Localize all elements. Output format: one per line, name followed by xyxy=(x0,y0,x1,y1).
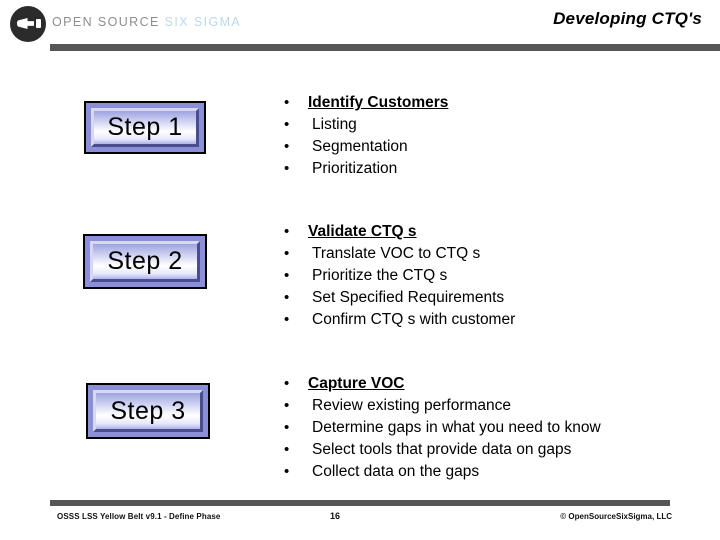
bullet-label: Review existing performance xyxy=(312,397,512,414)
step-box-1-label: Step 1 xyxy=(107,113,183,141)
bullet-label: Identify Customers xyxy=(308,94,449,111)
step-box-2[interactable]: Step 2 xyxy=(83,234,207,289)
bullet-label: Select tools that provide data on gaps xyxy=(312,441,572,458)
list-item: • Collect data on the gaps xyxy=(278,463,601,485)
page-title: Developing CTQ's xyxy=(553,9,702,28)
step-box-3-inner: Step 3 xyxy=(93,390,203,432)
list-item: • Select tools that provide data on gaps xyxy=(278,441,601,463)
bullet-icon: • xyxy=(284,463,290,480)
list-item: • Identify Customers xyxy=(278,94,448,116)
bullet-label: Validate CTQ s xyxy=(308,223,417,240)
bullet-label: Prioritize the CTQ s xyxy=(312,267,448,284)
bullet-icon: • xyxy=(284,441,290,458)
bullet-icon: • xyxy=(284,116,290,133)
bullet-label: Collect data on the gaps xyxy=(312,463,480,480)
list-item: • Set Specified Requirements xyxy=(278,289,515,311)
step-box-1[interactable]: Step 1 xyxy=(84,101,206,154)
bullet-label: Listing xyxy=(312,116,357,133)
bullet-label: Determine gaps in what you need to know xyxy=(312,419,601,436)
brand-accent-text: SIX SIGMA xyxy=(164,15,242,29)
list-item: • Prioritization xyxy=(278,160,448,182)
bullet-icon: • xyxy=(284,397,290,414)
bullet-icon: • xyxy=(284,419,290,436)
bullet-list-step-3: • Capture VOC • Review existing performa… xyxy=(278,375,601,485)
bullet-icon: • xyxy=(284,267,290,284)
bullet-label: Segmentation xyxy=(312,138,408,155)
step-box-2-inner: Step 2 xyxy=(90,241,200,282)
logo-dot-icon xyxy=(36,19,41,28)
list-item: • Confirm CTQ s with customer xyxy=(278,311,515,333)
bullet-icon: • xyxy=(284,94,290,111)
bullet-icon: • xyxy=(284,138,290,155)
bullet-label: Translate VOC to CTQ s xyxy=(312,245,481,262)
list-item: • Prioritize the CTQ s xyxy=(278,267,515,289)
step-box-2-label: Step 2 xyxy=(107,247,183,275)
bullet-label: Prioritization xyxy=(312,160,398,177)
step-box-3[interactable]: Step 3 xyxy=(86,383,210,439)
bullet-icon: • xyxy=(284,289,290,306)
list-item: • Listing xyxy=(278,116,448,138)
open-source-six-sigma-logo-icon xyxy=(10,6,46,42)
list-item: • Review existing performance xyxy=(278,397,601,419)
bullet-icon: • xyxy=(284,223,290,240)
footer-course-label: OSSS LSS Yellow Belt v9.1 - Define Phase xyxy=(57,512,221,521)
step-box-1-inner: Step 1 xyxy=(91,108,199,147)
footer-copyright: © OpenSourceSixSigma, LLC xyxy=(560,512,672,521)
bullet-icon: • xyxy=(284,245,290,262)
logo-glyph-icon xyxy=(17,18,34,29)
bullet-icon: • xyxy=(284,375,290,392)
footer-divider xyxy=(50,500,670,506)
header-divider xyxy=(50,44,720,51)
page-number: 16 xyxy=(330,511,341,521)
bullet-label: Set Specified Requirements xyxy=(312,289,505,306)
list-item: • Capture VOC xyxy=(278,375,601,397)
bullet-icon: • xyxy=(284,311,290,328)
bullet-label: Capture VOC xyxy=(308,375,405,392)
step-box-3-label: Step 3 xyxy=(110,396,186,425)
brand-wordmark: OPEN SOURCE SIX SIGMA xyxy=(52,15,241,29)
list-item: • Translate VOC to CTQ s xyxy=(278,245,515,267)
list-item: • Validate CTQ s xyxy=(278,223,515,245)
list-item: • Determine gaps in what you need to kno… xyxy=(278,419,601,441)
bullet-list-step-2: • Validate CTQ s • Translate VOC to CTQ … xyxy=(278,223,515,333)
list-item: • Segmentation xyxy=(278,138,448,160)
bullet-list-step-1: • Identify Customers • Listing • Segment… xyxy=(278,94,448,182)
bullet-label: Confirm CTQ s with customer xyxy=(312,311,516,328)
bullet-icon: • xyxy=(284,160,290,177)
brand-primary-text: OPEN SOURCE xyxy=(52,15,160,29)
